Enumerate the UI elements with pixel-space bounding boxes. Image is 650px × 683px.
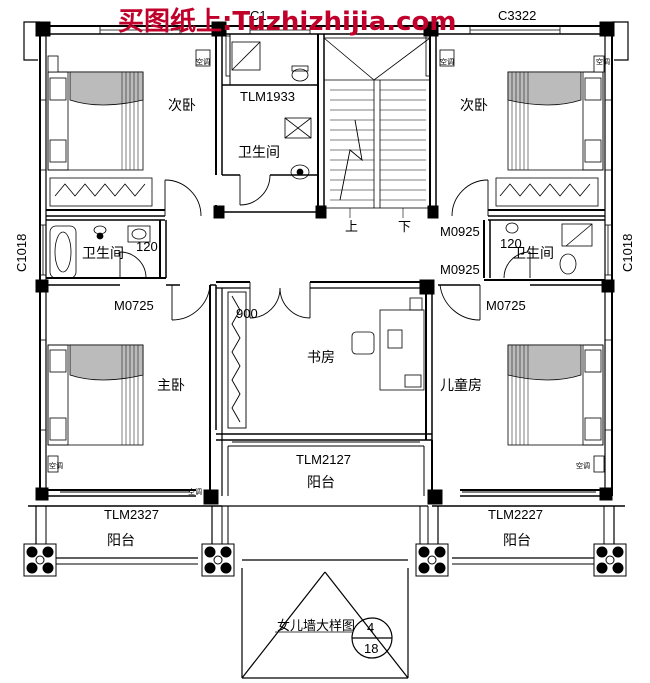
- window-code-c-top-1: C1: [250, 8, 267, 23]
- window-code-c1018-e: C1018: [620, 234, 635, 272]
- ac-labels: 空调 空调 空调 空调 空调 空调: [49, 57, 610, 496]
- bed-kids: [507, 344, 604, 446]
- room-label-kids: 儿童房: [440, 377, 482, 394]
- door-code-m0725-e: M0725: [486, 298, 526, 313]
- balcony-columns: [23, 543, 627, 577]
- doors: [60, 174, 596, 493]
- code-labels: C1 C3322 TLM1933 C1018 C1018 M0725 M0725…: [14, 8, 635, 522]
- bed-ne: [507, 71, 604, 171]
- door-code-tlm2227: TLM2227: [488, 507, 543, 522]
- door-code-m0925-1: M0925: [440, 224, 480, 239]
- beds: [47, 71, 604, 446]
- staircase: [323, 37, 431, 218]
- window-code-c-top-2: C3322: [498, 8, 536, 23]
- gable-detail: [241, 568, 409, 679]
- fixtures: [49, 41, 593, 279]
- ac-label: 空调: [196, 57, 210, 66]
- ac-label: 空调: [440, 57, 454, 66]
- room-label-bath-top: 卫生间: [238, 145, 280, 161]
- detail-title: 女儿墙大样图: [277, 618, 355, 633]
- room-labels: 次卧 次卧 卫生间 卫生间 卫生间 主卧 书房 儿童房 阳台 阳台 阳台: [82, 98, 554, 549]
- ac-label: 空调: [576, 461, 590, 470]
- door-code-tlm2327: TLM2327: [104, 507, 159, 522]
- ac-units: [47, 49, 605, 473]
- stair-up-label: 上: [345, 219, 358, 234]
- detail-number: 4: [367, 620, 374, 635]
- door-code-tlm1933: TLM1933: [240, 89, 295, 104]
- room-label-balcony-c: 阳台: [307, 475, 335, 491]
- room-label-bath-w: 卫生间: [82, 246, 124, 262]
- room-label-bed-nw: 次卧: [168, 98, 196, 114]
- detail-callout: 女儿墙大样图 4 18: [277, 618, 378, 656]
- door-code-m0925-2: M0925: [440, 262, 480, 277]
- door-code-tlm2127: TLM2127: [296, 452, 351, 467]
- ac-label: 空调: [188, 487, 202, 496]
- room-label-master: 主卧: [157, 378, 185, 394]
- windows: [39, 25, 613, 431]
- ac-label: 空调: [49, 461, 63, 470]
- ac-label: 空调: [596, 57, 610, 66]
- room-label-bed-ne: 次卧: [460, 98, 488, 114]
- room-label-balcony-w: 阳台: [107, 533, 135, 549]
- door-code-m0725-w: M0725: [114, 298, 154, 313]
- wardrobe-nw: [49, 177, 153, 207]
- window-code-c1018-w: C1018: [14, 234, 29, 272]
- wardrobe-ne: [495, 177, 599, 207]
- watermark: 买图纸上:Tuzhizhijia.com: [118, 6, 457, 37]
- room-label-balcony-e: 阳台: [503, 533, 531, 549]
- bed-master: [47, 344, 144, 446]
- room-label-study: 书房: [307, 350, 335, 366]
- dimension-900: 900: [236, 306, 258, 321]
- dimension-120-w: 120: [136, 239, 158, 254]
- bed-nw: [47, 71, 144, 171]
- dimension-120-e: 120: [500, 236, 522, 251]
- detail-sheet: 18: [364, 641, 378, 656]
- stair-down-label: 下: [398, 219, 411, 234]
- room-label-bath-e: 卫生间: [512, 246, 554, 262]
- study-furniture: [351, 297, 425, 391]
